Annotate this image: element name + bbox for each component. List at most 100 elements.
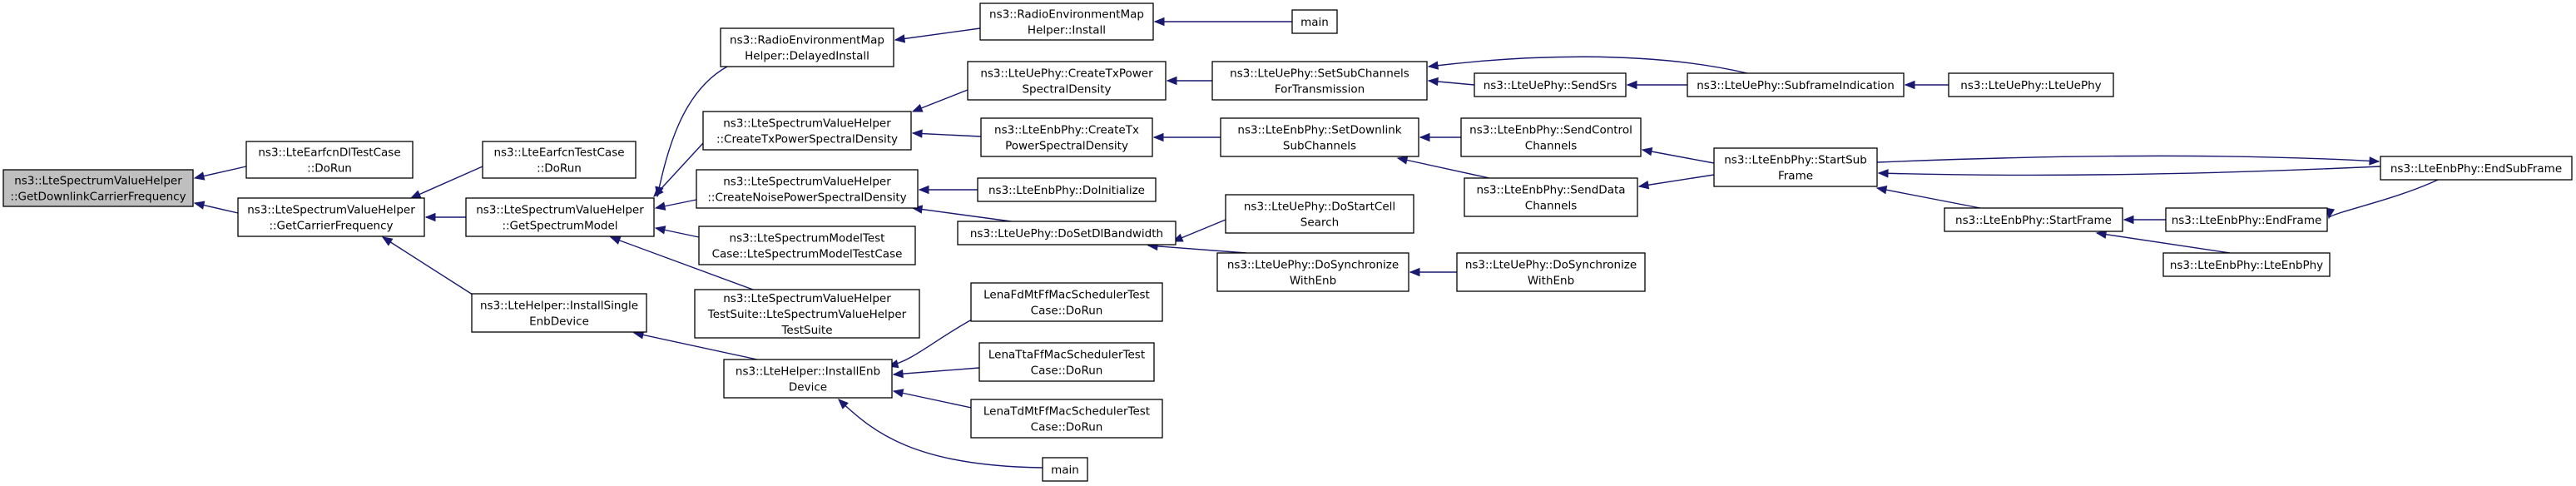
arrowhead [2326,207,2336,220]
edge-n36-to-n33 [2095,230,2231,254]
edge-line [610,236,754,290]
edge-n24-to-n17 [1172,219,1226,242]
node-ns3-lteuephy-lteuephy[interactable]: ns3::LteUePhy::LteUePhy [1948,72,2114,97]
arrowhead [1637,181,1650,190]
node-label: ns3::LteEnbPhy::DoInitialize [988,184,1145,197]
edge-n1-to-n0 [193,166,247,181]
node-ns3-lteuephy-sendsrs[interactable]: ns3::LteUePhy::SendSrs [1474,72,1627,97]
node-ns3-lteenbphy-startframe[interactable]: ns3::LteEnbPhy::StartFrame [1944,207,2123,232]
node-label: ns3::LteEnbPhy::CreateTx [994,124,1139,137]
node-label: ns3::RadioEnvironmentMap [989,8,1144,22]
node-ns3-ltespectrumvaluehelper-testsuite-ltespectrumvaluehelper-testsuite[interactable]: ns3::LteSpectrumValueHelperTestSuite::Lt… [694,289,920,339]
arrowhead [918,185,929,195]
edge-n34-to-n32 [1877,166,2381,178]
node-box [957,221,1177,245]
edge-n17-to-n8 [911,205,1012,222]
node-ns3-ltespectrumvaluehelper-getspectrummodel[interactable]: ns3::LteSpectrumValueHelper::GetSpectrum… [465,197,655,237]
arrowhead [2369,156,2380,166]
node-label: WithEnb [1528,275,1574,288]
node-label: LenaFdMtFfMacSchedulerTest [983,289,1150,302]
node-ns3-lteenbphy-createtx-powerspectraldensity[interactable]: ns3::LteEnbPhy::CreateTxPowerSpectralDen… [980,117,1153,157]
node-label: Channels [1525,140,1577,153]
node-box [980,117,1153,157]
arrowhead [1641,146,1653,156]
node-label: ns3::LteSpectrumValueHelper [247,204,415,217]
node-ns3-lteuephy-createtxpower-spectraldensity[interactable]: ns3::LteUePhy::CreateTxPowerSpectralDens… [967,61,1167,101]
node-ns3-lteuephy-dosetdlbandwidth[interactable]: ns3::LteUePhy::DoSetDlBandwidth [957,221,1177,245]
node-box [978,342,1155,382]
node-label: ns3::LteUePhy::DoSynchronize [1227,259,1399,272]
node-ns3-ltespectrummodeltest-case-ltespectrummodeltestcase[interactable]: ns3::LteSpectrumModelTestCase::LteSpectr… [698,226,916,265]
node-label: ns3::LteEnbPhy::StartFrame [1955,214,2112,227]
edge-line [1397,157,1490,179]
node-box [465,197,655,237]
node-label: Case::LteSpectrumModelTestCase [712,248,903,261]
node-label: ns3::LteUePhy::SetSubChannels [1230,67,1409,81]
node-ns3-ltespectrumvaluehelper-createnoisepowerspectraldensity[interactable]: ns3::LteSpectrumValueHelper::CreateNoise… [696,169,919,209]
edge-line [653,142,704,197]
edge-line [912,89,968,112]
arrowhead [892,369,904,379]
node-ns3-lteenbphy-endframe[interactable]: ns3::LteEnbPhy::EndFrame [2165,207,2328,232]
node-main[interactable]: main [1042,457,1088,482]
node-label: TestSuite [780,324,832,337]
node-ns3-lteearfcntestcase-dorun[interactable]: ns3::LteEarfcnTestCase::DoRun [482,141,637,179]
node-ns3-ltespectrumvaluehelper-getdownlinkcarrierfrequency[interactable]: ns3::LteSpectrumValueHelper::GetDownlink… [2,169,194,207]
edge-line [410,166,483,199]
node-ns3-lteearfcndltestcase-dorun[interactable]: ns3::LteEarfcnDlTestCase::DoRun [245,141,414,179]
node-label: ::GetDownlinkCarrierFrequency [10,191,186,204]
node-ns3-lteenbphy-doinitialize[interactable]: ns3::LteEnbPhy::DoInitialize [977,177,1157,202]
edge-n20-to-n11 [892,389,980,410]
node-box [1944,207,2123,232]
node-ns3-lteenbphy-lteenbphy[interactable]: ns3::LteEnbPhy::LteEnbPhy [2162,252,2331,277]
edge-line [1876,187,1981,209]
node-label: PowerSpectralDensity [1005,140,1128,153]
edge-n21-to-n11 [838,399,1043,469]
arrowhead [654,226,666,235]
node-box [1216,252,1409,292]
edge-n19-to-n11 [892,367,980,379]
node-label: Case::DoRun [1031,305,1103,318]
edge-n32-to-n34 [1876,155,2380,166]
node-ns3-lteuephy-setsubchannels-fortransmission[interactable]: ns3::LteUePhy::SetSubChannelsForTransmis… [1211,61,1428,101]
node-label: Case::DoRun [1031,421,1103,434]
node-main[interactable]: main [1291,9,1338,34]
node-ns3-lteuephy-subframeindication[interactable]: ns3::LteUePhy::SubframeIndication [1687,72,1905,97]
edge-line [1878,166,2381,176]
arrowhead [1153,17,1165,27]
arrowhead [1427,77,1439,87]
node-label: ns3::LteUePhy::SubframeIndication [1697,79,1895,92]
node-box [698,226,916,265]
node-ns3-ltespectrumvaluehelper-createtxpowerspectraldensity[interactable]: ns3::LteSpectrumValueHelper::CreateTxPow… [702,111,912,151]
node-ns3-lteenbphy-endsubframe[interactable]: ns3::LteEnbPhy::EndSubFrame [2380,156,2573,181]
node-ns3-radioenvironmentmap-helper-delayedinstall[interactable]: ns3::RadioEnvironmentMapHelper::DelayedI… [720,27,894,67]
node-label: Helper::DelayedInstall [745,50,869,63]
node-box [2165,207,2328,232]
node-label: ns3::LteSpectrumValueHelper [723,117,891,131]
arrowhead [1877,169,1889,178]
edge-line [2096,232,2231,254]
node-label: ns3::LteEnbPhy::EndFrame [2172,214,2322,227]
node-box [1291,9,1338,34]
edge-line [1147,245,1247,254]
node-label: Channels [1525,200,1577,213]
node-box [1464,177,1638,217]
edge-n9-to-n4 [654,226,700,238]
node-ns3-ltespectrumvaluehelper-getcarrierfrequency[interactable]: ns3::LteSpectrumValueHelper::GetCarrierF… [237,197,425,237]
arrowhead [1626,80,1637,90]
node-label: Helper::Install [1028,24,1106,37]
